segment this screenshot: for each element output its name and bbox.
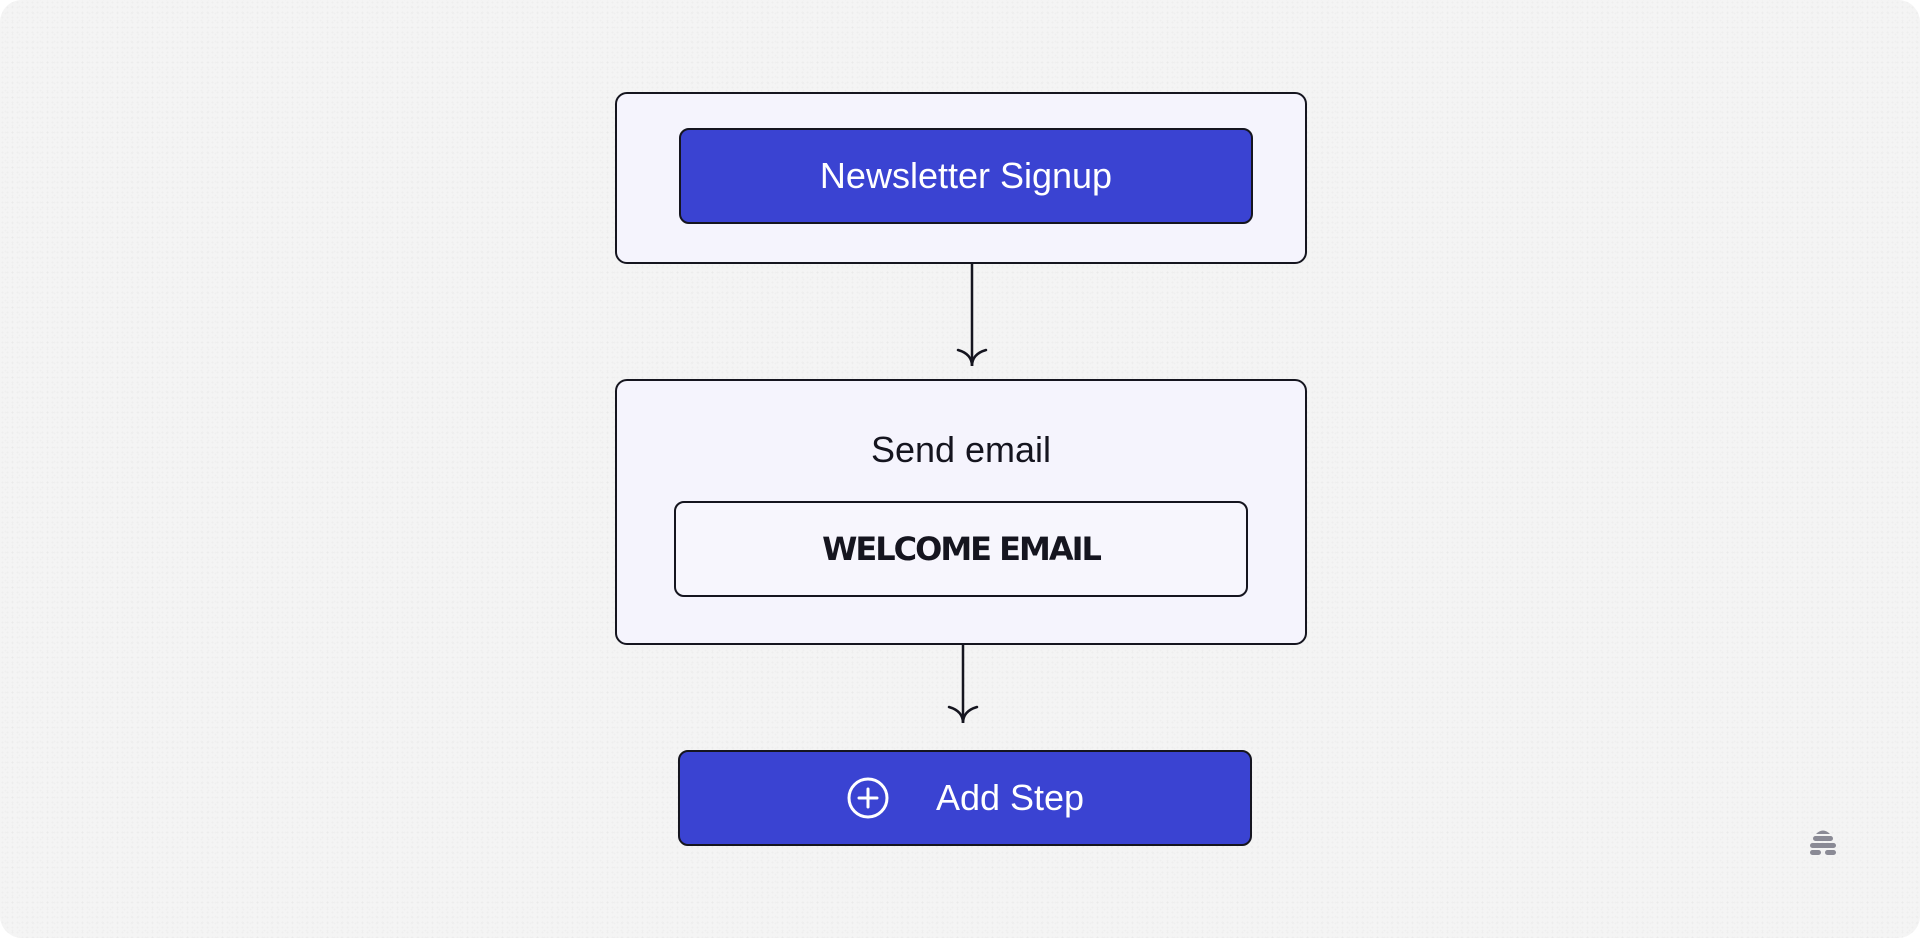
plus-circle-icon (847, 777, 889, 819)
trigger-card: Newsletter Signup (615, 92, 1307, 264)
action-label: Send email (870, 429, 1052, 470)
add-step-label: Add Step (935, 777, 1085, 818)
email-template-selector[interactable]: WELCOME EMAIL (674, 501, 1248, 597)
send-email-card: Send email WELCOME EMAIL (615, 379, 1307, 645)
add-step-button[interactable]: Add Step (678, 750, 1252, 846)
trigger-button[interactable]: Newsletter Signup (679, 128, 1253, 224)
beehive-logo-icon (1810, 830, 1836, 855)
connector-arrow-2 (947, 645, 979, 724)
connector-arrow-1 (956, 264, 988, 367)
trigger-label: Newsletter Signup (819, 155, 1113, 196)
email-name: WELCOME EMAIL (822, 530, 1102, 568)
